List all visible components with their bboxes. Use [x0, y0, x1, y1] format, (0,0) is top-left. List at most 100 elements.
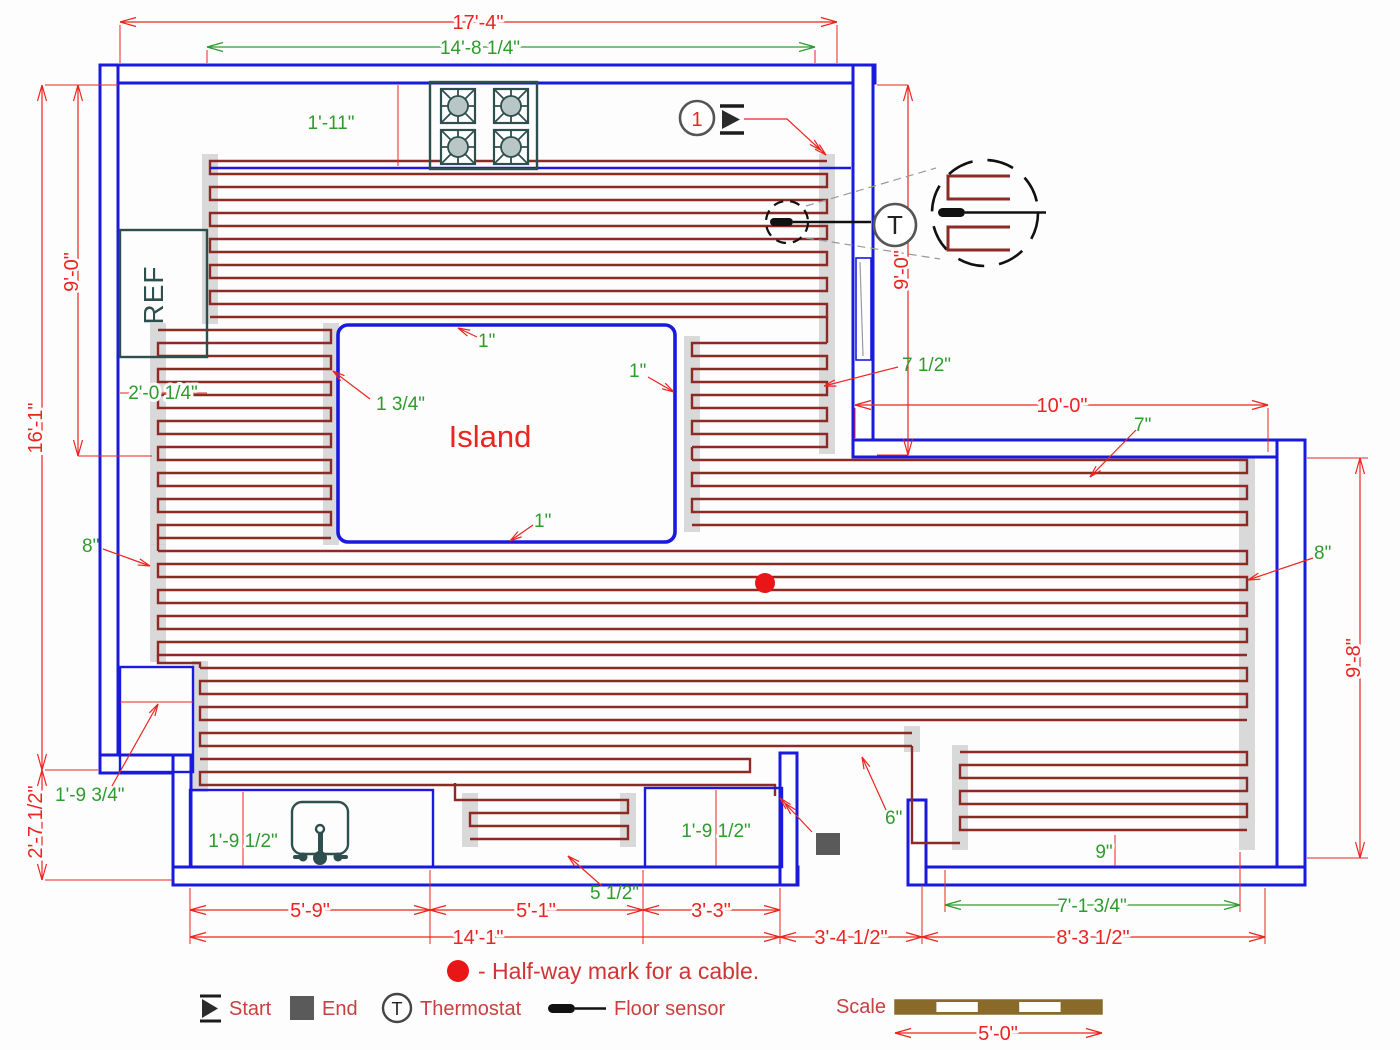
arrowhead — [642, 909, 660, 916]
leader-arrowhead — [148, 703, 159, 714]
dim-wing-heated: 7'-1 3/4" — [1057, 896, 1127, 917]
arrowhead — [1223, 904, 1241, 911]
heating-cable-run — [156, 549, 1249, 657]
arrowhead — [944, 904, 962, 911]
arrowhead — [798, 46, 816, 53]
arrowhead — [119, 21, 137, 28]
arrowhead — [894, 1027, 912, 1034]
arrowhead — [1085, 1032, 1103, 1039]
start-marker-icon — [720, 104, 744, 135]
dim-wing-right: 9'-8" — [1343, 638, 1365, 678]
dim-right-gap: 7 1/2" — [902, 355, 951, 376]
leader-arrowhead — [779, 797, 787, 810]
leader-arrowhead — [823, 379, 836, 387]
dim-counter-depth: 1'-11" — [308, 113, 355, 134]
base-cabinet — [643, 786, 784, 869]
leader-arrowhead — [154, 703, 159, 717]
window-leaf — [859, 261, 864, 357]
end-marker-square — [816, 833, 840, 855]
dim-mid-run: 5'-1" — [516, 900, 556, 922]
arrowhead — [189, 931, 207, 938]
leader-arrowhead — [861, 756, 865, 770]
burner-ring — [447, 95, 469, 117]
wall-left — [98, 63, 120, 775]
heating-cable-run — [468, 798, 630, 841]
island-outline — [336, 323, 677, 544]
window-right-wall — [855, 257, 872, 361]
arrowhead — [854, 399, 872, 406]
dim-top: 17'-4" — [453, 12, 504, 34]
leader-arrowhead — [809, 143, 822, 151]
arrowhead — [820, 16, 838, 23]
dim-wing-top: 10'-0" — [1037, 395, 1088, 417]
leader-arrowhead — [664, 382, 675, 393]
halfway-legend-dot — [447, 960, 469, 982]
leader-arrowhead — [457, 327, 468, 337]
dim-door-gap: 6" — [885, 808, 902, 829]
arrowhead — [36, 863, 43, 881]
dimension-lines — [36, 16, 1366, 1039]
thermostat-legend-letter: T — [392, 999, 403, 1019]
heating-cable — [156, 159, 1249, 845]
dimension-texts: 17'-4" 14'-8 1/4" 9'-0" 16'-1" 2'-7 1/2"… — [22, 9, 1368, 952]
arrowhead — [189, 904, 207, 911]
burner-icon — [439, 87, 477, 125]
wall-wing-top — [851, 438, 1307, 459]
heating-cable-connector — [453, 783, 470, 802]
leader-line — [823, 366, 899, 387]
start-legend-icon — [200, 994, 221, 1023]
arrowhead — [1359, 457, 1366, 475]
counters — [118, 166, 851, 869]
arrowhead — [798, 41, 816, 48]
arrowhead — [119, 16, 137, 23]
dim-cab-run: 3'-3" — [691, 900, 731, 922]
dim-sink-run: 5'-9" — [290, 900, 330, 922]
leader-arrowhead — [818, 144, 827, 156]
leader-arrowhead — [139, 558, 151, 567]
leader-arrowhead — [509, 531, 519, 542]
arrowhead — [72, 439, 79, 457]
dim-island-bottom: 1" — [534, 511, 551, 532]
leader-arrowhead — [661, 388, 675, 393]
heating-cable-connector — [750, 783, 777, 796]
thermostat-legend-label: Thermostat — [420, 998, 522, 1020]
leader-line — [509, 524, 534, 542]
arrowhead — [206, 41, 224, 48]
arrowhead — [72, 84, 79, 102]
turn-shade — [620, 793, 636, 847]
dim-island-right: 1" — [629, 361, 646, 382]
extension-lines — [45, 25, 1368, 944]
halfway-mark-dot — [755, 573, 775, 593]
sink-counter — [188, 788, 435, 869]
arrowhead — [77, 84, 84, 102]
arrowhead — [626, 909, 644, 916]
start-legend-label: Start — [229, 998, 272, 1020]
arrowhead — [1359, 841, 1366, 859]
leader-arrowhead — [1247, 572, 1259, 581]
leader-arrowhead — [137, 564, 151, 567]
arrowhead — [189, 909, 207, 916]
arrowhead — [413, 909, 431, 916]
halfway-legend-label: - Half-way mark for a cable. — [478, 958, 759, 984]
heating-cable-connector — [910, 746, 960, 845]
heating-cable-run — [690, 341, 829, 449]
arrowhead — [41, 753, 48, 771]
arrowhead — [763, 904, 781, 911]
sink-icon — [290, 800, 350, 865]
arrowhead — [429, 909, 447, 916]
dim-wing-gap: 7" — [1134, 415, 1151, 436]
island-label: Island — [449, 419, 532, 454]
scale-bar — [894, 999, 1103, 1015]
burner-ring — [500, 136, 522, 158]
arrowhead — [854, 404, 872, 411]
wall-bottom-kitchen — [171, 865, 800, 887]
dim-heated-width: 14'-8 1/4" — [440, 38, 520, 59]
arrowhead — [41, 84, 48, 102]
stove-burners — [439, 87, 530, 166]
arrowhead — [921, 936, 939, 943]
arrowhead — [206, 46, 224, 53]
burner-ring — [447, 136, 469, 158]
leader-line — [1247, 557, 1314, 581]
leader-arrowhead — [784, 802, 792, 815]
